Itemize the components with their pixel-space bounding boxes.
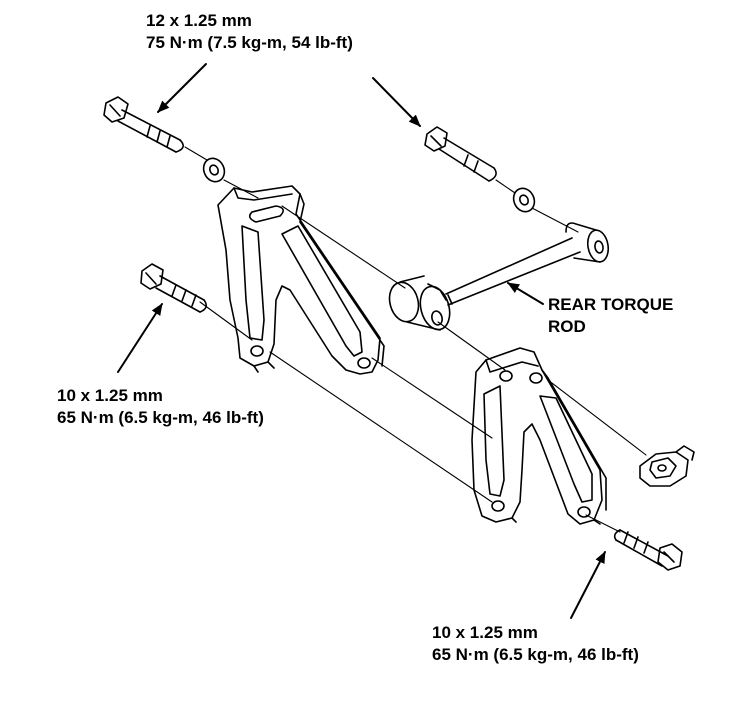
bracket-left: [218, 186, 384, 374]
label-upper-bolt-spec: 12 x 1.25 mm 75 N·m (7.5 kg-m, 54 lb-ft): [146, 10, 353, 54]
upper-bolt-size: 12 x 1.25 mm: [146, 11, 252, 30]
arrow-top-right: [373, 78, 420, 126]
bolt-lower-right: [615, 530, 682, 570]
label-rear-torque-rod: REAR TORQUE ROD: [548, 294, 673, 338]
bolt-upper-right: [425, 127, 496, 181]
left-bolt-size: 10 x 1.25 mm: [57, 386, 163, 405]
rear-torque-rod: [385, 223, 610, 333]
arrow-left: [118, 304, 162, 372]
label-lower-bolt-spec: 10 x 1.25 mm 65 N·m (6.5 kg-m, 46 lb-ft): [432, 622, 639, 666]
washer-upper-right: [510, 185, 538, 215]
leader-arrows: [118, 64, 605, 618]
flange-nut: [640, 446, 694, 486]
left-bolt-torque: 65 N·m (6.5 kg-m, 46 lb-ft): [57, 408, 264, 427]
torque-rod-line1: REAR TORQUE: [548, 295, 674, 314]
bolt-left-middle: [141, 264, 206, 312]
arrow-top-left: [158, 64, 206, 112]
arrow-bottom: [571, 552, 605, 618]
upper-bolt-torque: 75 N·m (7.5 kg-m, 54 lb-ft): [146, 33, 353, 52]
bracket-right: [472, 348, 606, 524]
bolt-upper-left: [104, 97, 183, 152]
lower-bolt-size: 10 x 1.25 mm: [432, 623, 538, 642]
arrow-torque-rod: [508, 283, 543, 304]
label-left-bolt-spec: 10 x 1.25 mm 65 N·m (6.5 kg-m, 46 lb-ft): [57, 385, 264, 429]
torque-rod-line2: ROD: [548, 317, 586, 336]
lower-bolt-torque: 65 N·m (6.5 kg-m, 46 lb-ft): [432, 645, 639, 664]
washer-upper-left: [200, 155, 228, 185]
alignment-lines: [185, 147, 646, 532]
